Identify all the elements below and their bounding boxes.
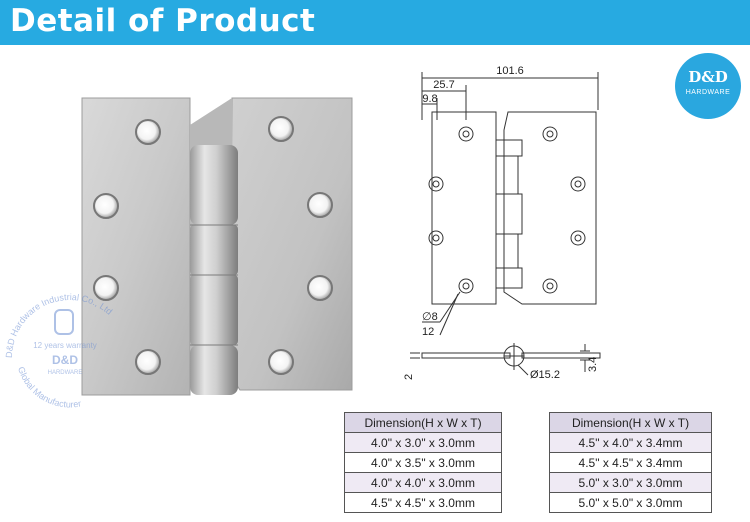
dim-2-label: 2: [403, 374, 415, 380]
table-header: Dimension(H x W x T): [344, 412, 502, 433]
watermark-emblem-icon: [54, 309, 74, 335]
hinge-photo: [81, 97, 353, 396]
dim-98-label: 9.8: [422, 93, 437, 105]
title-banner: Detail of Product: [0, 0, 750, 45]
table-row: 5.0" x 5.0" x 3.0mm: [549, 492, 712, 513]
page-title: Detail of Product: [10, 3, 316, 39]
table-header: Dimension(H x W x T): [549, 412, 712, 433]
dim-thick-label: 3.4: [587, 357, 599, 372]
dimension-table-2: Dimension(H x W x T) 4.5" x 4.0" x 3.4mm…: [549, 412, 712, 513]
technical-drawing: 101.6 25.7 9.8 ∅8 12 Ø15.2 3.4 2: [403, 65, 601, 381]
brand-logo: D&D HARDWARE: [675, 53, 741, 119]
dim-hole-label: ∅8: [422, 311, 438, 323]
watermark-brand-sub: HARDWARE: [48, 370, 83, 376]
table-row: 4.0" x 3.0" x 3.0mm: [344, 432, 502, 453]
table-row: 4.0" x 4.0" x 3.0mm: [344, 472, 502, 493]
logo-name: D&D: [688, 68, 728, 86]
dim-width-label: 101.6: [496, 65, 524, 77]
table-row: 5.0" x 3.0" x 3.0mm: [549, 472, 712, 493]
table-row: 4.0" x 3.5" x 3.0mm: [344, 452, 502, 473]
watermark-brand: D&D: [52, 353, 78, 367]
dim-25-label: 25.7: [433, 79, 454, 91]
watermark-seal: D&D Hardware Industrial Co., Ltd Global …: [4, 292, 114, 410]
table-row: 4.5" x 4.5" x 3.0mm: [344, 492, 502, 513]
table-row: 4.5" x 4.5" x 3.4mm: [549, 452, 712, 473]
logo-subtitle: HARDWARE: [685, 89, 731, 96]
watermark-warranty: 12 years warranty: [33, 341, 97, 350]
dimension-table-1: Dimension(H x W x T) 4.0" x 3.0" x 3.0mm…: [344, 412, 502, 513]
table-row: 4.5" x 4.0" x 3.4mm: [549, 432, 712, 453]
dim-knuckle-label: Ø15.2: [530, 369, 560, 381]
dim-12-label: 12: [422, 326, 434, 338]
